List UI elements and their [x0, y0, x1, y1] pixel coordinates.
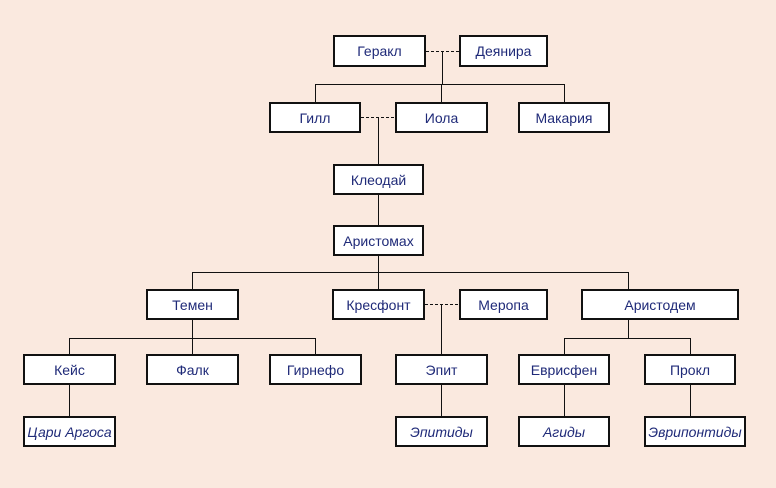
node-epitidy: Эпитиды [395, 416, 488, 447]
node-herakl: Геракл [333, 35, 426, 67]
node-gill: Гилл [269, 102, 361, 133]
node-temen: Темен [146, 289, 239, 320]
node-kleodai: Клеодай [333, 164, 424, 195]
node-prokl: Прокл [644, 354, 736, 385]
node-aristomakh: Аристомах [333, 225, 424, 256]
node-meropa: Меропа [459, 289, 548, 320]
node-girnefo: Гирнефо [269, 354, 362, 385]
node-aristodem: Аристодем [581, 289, 739, 320]
node-tsari-argosa: Цари Аргоса [23, 416, 116, 447]
node-deyanira: Деянира [459, 35, 548, 67]
node-epit: Эпит [395, 354, 488, 385]
node-keis: Кейс [23, 354, 116, 385]
node-agidy: Агиды [518, 416, 610, 447]
node-iola: Иола [395, 102, 488, 133]
node-makaria: Макария [518, 102, 610, 133]
node-evripontidy: Эврипонтиды [644, 416, 746, 447]
node-kresfont: Кресфонт [332, 289, 425, 320]
node-evrisfen: Еврисфен [518, 354, 610, 385]
node-falk: Фалк [146, 354, 239, 385]
